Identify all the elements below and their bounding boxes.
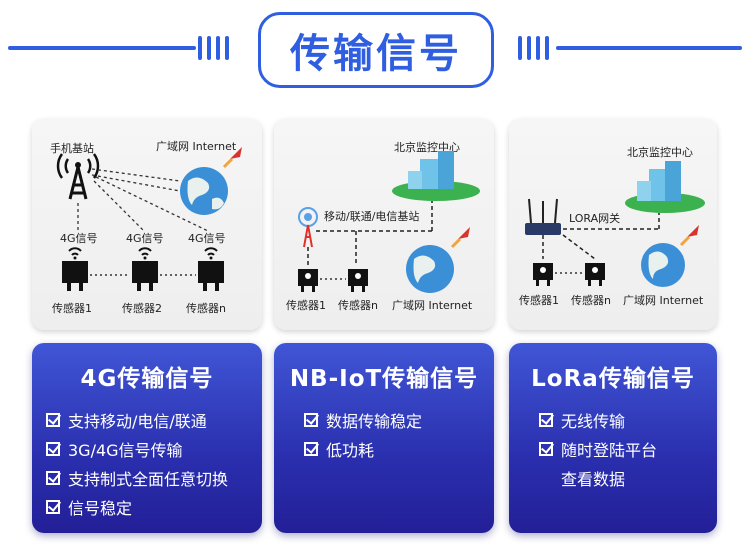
internet-label: 广域网 Internet <box>156 140 237 153</box>
feature-item: 无线传输 <box>539 405 711 434</box>
card-4g: 4G传输信号 支持移动/电信/联通 3G/4G信号传输 支持制式全面任意切换 信… <box>32 343 262 533</box>
gateway-label: LORA网关 <box>569 211 620 225</box>
globe-icon <box>641 243 685 287</box>
card-nbiot: NB-IoT传输信号 数据传输稳定 低功耗 <box>274 343 494 533</box>
card-title: LoRa传输信号 <box>531 366 695 392</box>
checkbox-icon <box>46 470 60 485</box>
rocket-icon <box>222 147 242 169</box>
header-bars-right <box>518 36 549 60</box>
checkbox-icon <box>46 441 60 456</box>
diagram-4g: 手机基站 广域网 Internet 4G信号 4G信号 4G信号 <box>32 119 262 330</box>
checkbox-icon <box>46 499 60 514</box>
tower-label: 手机基站 <box>50 141 94 155</box>
page-title-box: 传输信号 <box>258 12 494 88</box>
checkbox-icon <box>304 441 318 456</box>
checkbox-icon <box>46 412 60 427</box>
sensor-label-1: 传感器1 <box>519 294 559 307</box>
checkbox-icon <box>304 412 318 427</box>
feature-continuation: 查看数据 <box>561 469 626 489</box>
feature-item: 3G/4G信号传输 <box>46 434 256 463</box>
feature-item: 数据传输稳定 <box>304 405 488 434</box>
checkbox-icon <box>539 412 553 427</box>
card-lora: LoRa传输信号 无线传输 随时登陆平台 查看数据 <box>509 343 717 533</box>
sensor-label-2: 传感器2 <box>122 302 162 315</box>
sensor-icon <box>298 269 318 292</box>
sensor-label-n: 传感器n <box>571 294 611 307</box>
sensor-icon <box>348 269 368 292</box>
sensor-icon <box>132 247 158 291</box>
sensor-label-1: 传感器1 <box>286 299 326 312</box>
center-label: 北京监控中心 <box>394 140 460 154</box>
signal-label-1: 4G信号 <box>60 232 98 245</box>
rocket-icon <box>679 225 699 247</box>
checkbox-icon <box>539 441 553 456</box>
feature-item: 信号稳定 <box>46 492 256 521</box>
sensor-icon <box>533 263 553 286</box>
feature-item: 支持移动/电信/联通 <box>46 405 256 434</box>
sensor-label-n: 传感器n <box>186 302 226 315</box>
header-line-left <box>8 46 196 50</box>
sensor-label-1: 传感器1 <box>52 302 92 315</box>
internet-label: 广域网 Internet <box>623 294 704 307</box>
building-icon <box>625 161 705 213</box>
signal-label-3: 4G信号 <box>188 232 226 245</box>
feature-item: 支持制式全面任意切换 <box>46 463 256 492</box>
header-bars-left <box>198 36 229 60</box>
globe-icon <box>180 167 228 215</box>
building-icon <box>392 151 480 201</box>
station-label: 移动/联通/电信基站 <box>324 209 419 223</box>
globe-icon <box>406 245 454 293</box>
router-icon <box>525 198 561 235</box>
center-label: 北京监控中心 <box>627 145 693 159</box>
antenna-icon <box>298 207 318 248</box>
sensor-icon <box>585 263 605 286</box>
feature-item: 低功耗 <box>304 434 488 463</box>
sensor-label-n: 传感器n <box>338 299 378 312</box>
cell-tower-icon <box>56 153 100 200</box>
internet-label: 广域网 Internet <box>392 299 473 312</box>
card-title: NB-IoT传输信号 <box>289 366 479 392</box>
page-title: 传输信号 <box>290 31 462 77</box>
feature-item: 随时登陆平台 <box>539 434 711 463</box>
sensor-icon <box>198 247 224 291</box>
card-title: 4G传输信号 <box>80 366 214 392</box>
header-line-right <box>556 46 742 50</box>
sensor-icon <box>62 247 88 291</box>
rocket-icon <box>450 227 470 249</box>
diagram-nbiot: 北京监控中心 移动/联通/电信基站 <box>274 119 494 330</box>
signal-label-2: 4G信号 <box>126 232 164 245</box>
diagram-lora: 北京监控中心 LORA网关 <box>509 119 717 330</box>
